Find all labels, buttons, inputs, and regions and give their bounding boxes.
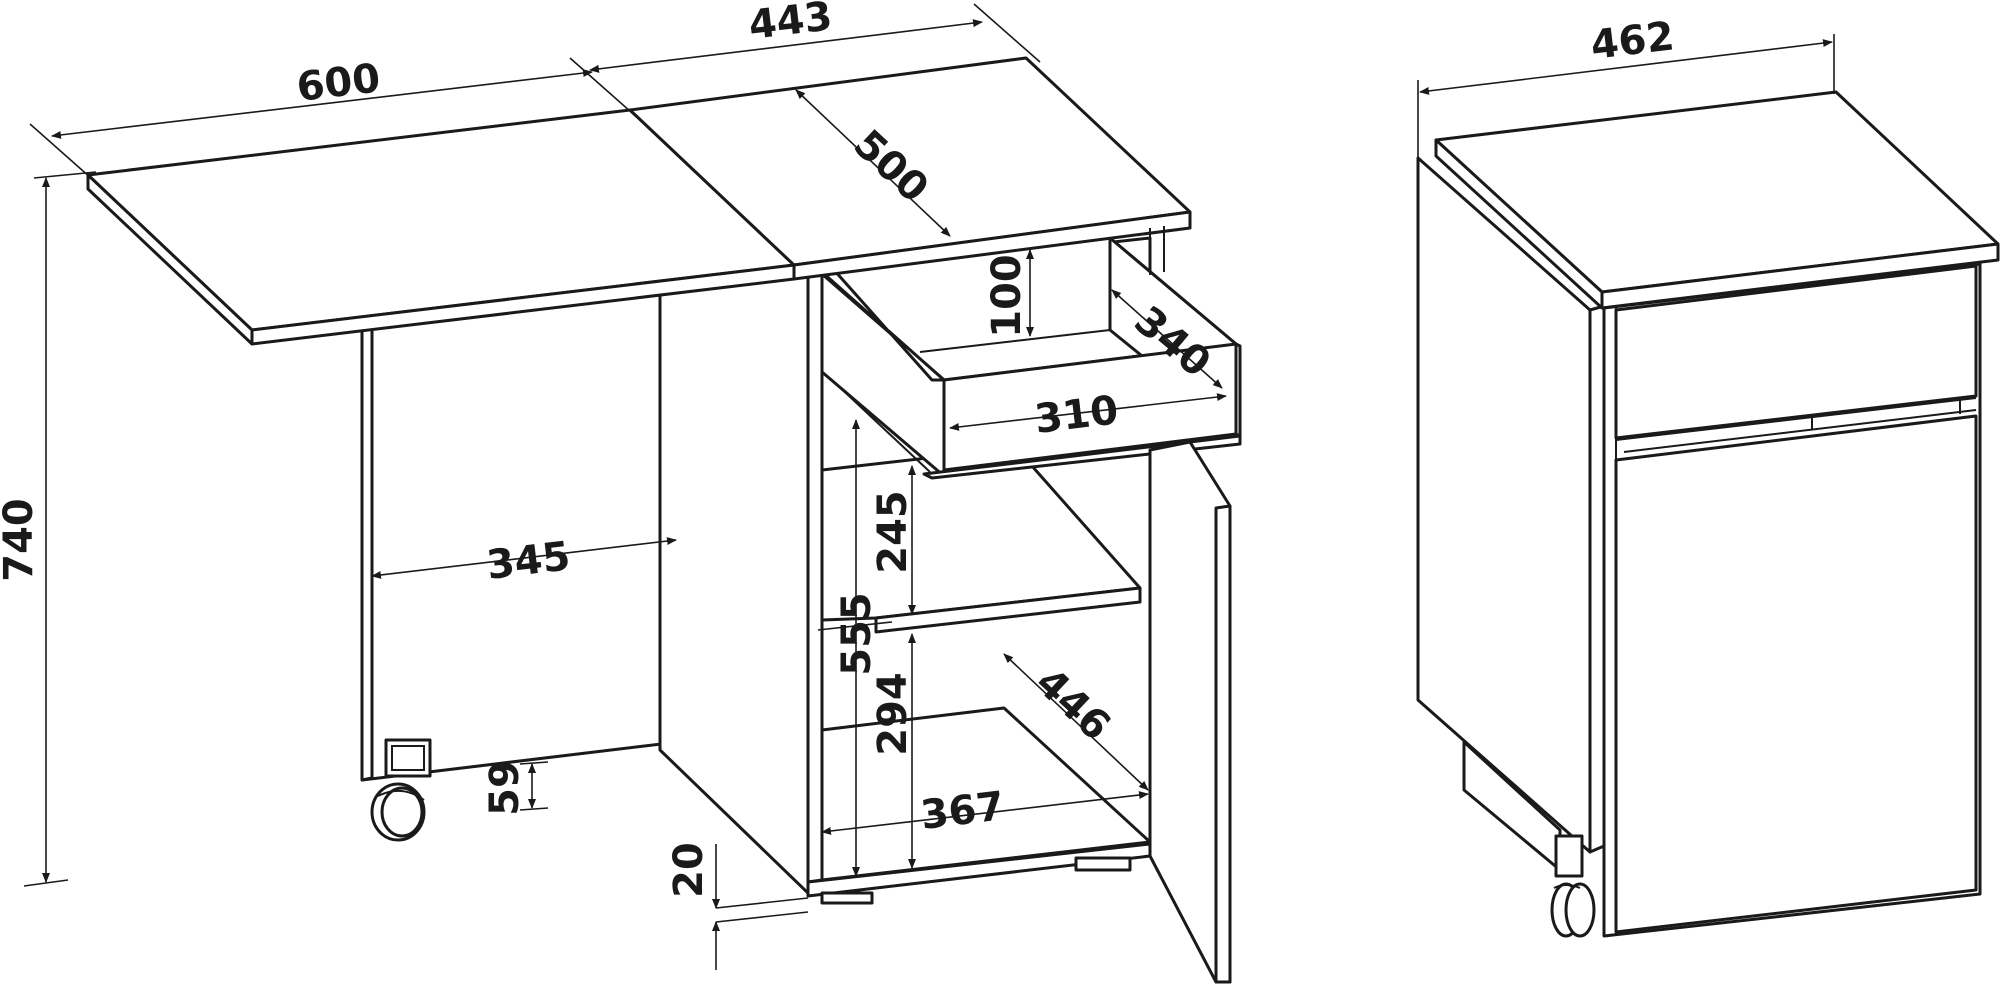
dim-label-345: 345 bbox=[484, 533, 572, 589]
open-door-edge bbox=[1214, 504, 1232, 984]
dim-label-20: 20 bbox=[666, 842, 712, 898]
leg-panel bbox=[360, 288, 680, 782]
dim-345: 345 bbox=[371, 533, 677, 589]
folded-drawer-front bbox=[1614, 264, 1978, 440]
caster-left bbox=[370, 738, 432, 842]
folded-top-left bbox=[1434, 138, 1604, 310]
dim-367: 367 bbox=[821, 783, 1149, 839]
dim-label-245: 245 bbox=[870, 490, 916, 574]
dim-label-443: 443 bbox=[746, 0, 834, 49]
dim-label-59: 59 bbox=[482, 760, 528, 816]
dim-20: 20 bbox=[666, 842, 809, 970]
cabinet-side bbox=[658, 252, 810, 895]
dim-443: 443 bbox=[589, 0, 1041, 73]
leg-panel-edge bbox=[360, 323, 374, 782]
dim-100: 100 bbox=[984, 249, 1034, 338]
dim-label-310: 310 bbox=[1032, 387, 1120, 443]
dim-740: 740 bbox=[0, 171, 97, 887]
table-top-center-front bbox=[792, 210, 1192, 281]
folded-leaf-edge bbox=[1588, 304, 1606, 854]
folded-door bbox=[1614, 414, 1978, 934]
dim-label-462: 462 bbox=[1588, 13, 1676, 69]
dim-59: 59 bbox=[482, 760, 549, 816]
caster-right bbox=[1550, 834, 1596, 938]
dim-label-555: 555 bbox=[834, 592, 880, 676]
foot-right bbox=[1074, 856, 1132, 872]
cabinet-front-frame bbox=[806, 272, 824, 884]
dim-462: 462 bbox=[1417, 13, 1835, 160]
dim-310: 310 bbox=[949, 387, 1227, 443]
open-table-view bbox=[86, 56, 1242, 984]
dim-label-367: 367 bbox=[918, 783, 1006, 839]
shelf-upper-front bbox=[874, 586, 1142, 634]
dim-label-294: 294 bbox=[870, 672, 916, 756]
dim-600: 600 bbox=[29, 55, 641, 187]
foot-left bbox=[820, 891, 874, 905]
dim-label-740: 740 bbox=[0, 498, 42, 582]
dim-label-600: 600 bbox=[294, 55, 382, 111]
folded-cabinet-view bbox=[1416, 90, 2000, 938]
dim-label-100: 100 bbox=[984, 254, 1030, 338]
dim-245: 245 bbox=[870, 465, 916, 615]
